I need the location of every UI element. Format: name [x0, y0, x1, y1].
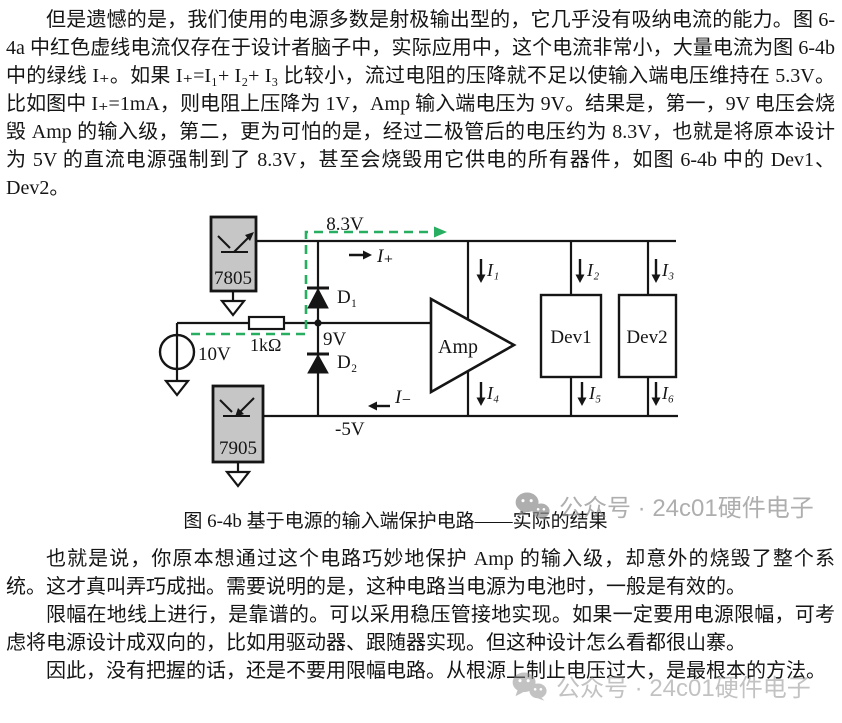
label-i6: I₆	[661, 383, 674, 403]
label-1k: 1kΩ	[250, 335, 281, 355]
label-i-minus: I₋	[394, 387, 411, 408]
regulator-7805-label: 7805	[214, 268, 252, 289]
page-content: 但是遗憾的是，我们使用的电源多数是射极输出型的，它几乎没有吸纳电流的能力。图 6…	[6, 9, 835, 682]
label-d1: D₁	[337, 287, 357, 308]
ground-icon	[224, 470, 252, 488]
regulator-7905-box	[211, 384, 265, 464]
dev1-box	[539, 293, 603, 379]
circuit-wires	[175, 239, 678, 472]
label-i3: I₃	[661, 260, 674, 280]
label-dev2: Dev2	[626, 327, 667, 348]
figure-caption: 图 6-4b 基于电源的输入端保护电路——实际的结果	[183, 511, 608, 532]
diode-d1	[307, 286, 329, 309]
transistor-arrowhead	[235, 408, 244, 417]
green-dashed-line	[191, 230, 434, 336]
paragraph-conclusion-2: 限幅在地线上进行，是靠谱的。可以采用稳压管接地实现。如果一定要用电源限幅，可考虑…	[6, 604, 835, 654]
ground-symbols	[163, 299, 252, 488]
label-amp: Amp	[438, 336, 478, 358]
transistor-arrowhead	[245, 232, 254, 241]
label-i-plus: I₊	[376, 246, 393, 267]
label-d2: D₂	[337, 352, 357, 373]
paragraph-conclusion-1: 也就是说，你原本想通过这个电路巧妙地保护 Amp 的输入级，却意外的烧毁了整个系…	[6, 548, 835, 598]
diode-d2	[307, 352, 329, 374]
paragraph-conclusion-3: 因此，没有把握的话，还是不要用限幅电路。从根源上制止电压过大，是最根本的方法。	[46, 660, 826, 682]
regulator-7905-label: 7905	[219, 438, 257, 459]
regulator-7805-box	[209, 215, 258, 293]
label-8v3: 8.3V	[326, 214, 364, 235]
label-9v: 9V	[323, 329, 347, 350]
label-dev1: Dev1	[550, 327, 591, 348]
regulator-7905: 7905	[211, 384, 265, 464]
ground-icon	[163, 379, 191, 397]
label-i2: I₂	[586, 260, 599, 280]
resistor-body	[247, 315, 286, 331]
green-current-path	[191, 230, 434, 336]
current-arrows	[349, 250, 661, 411]
junction-node	[314, 319, 322, 327]
label-i1: I₁	[486, 260, 499, 280]
green-arrowhead	[434, 226, 447, 238]
dev2-box	[617, 293, 678, 379]
paragraph-intro: 但是遗憾的是，我们使用的电源多数是射极输出型的，它几乎没有吸纳电流的能力。图 6…	[6, 9, 835, 199]
figure-6-4b: 7805 7905	[6, 204, 835, 535]
label-10v: 10V	[198, 344, 231, 365]
label-i5: I₅	[588, 383, 601, 403]
circuit-diagram: 7805 7905	[158, 214, 678, 488]
transistor-icon	[217, 235, 251, 253]
label-minus5v: -5V	[335, 419, 365, 440]
regulator-7805: 7805	[209, 215, 258, 293]
amp-triangle	[429, 296, 517, 395]
ground-icon	[219, 299, 247, 317]
label-i4: I₄	[486, 383, 499, 403]
voltage-source-circle	[158, 333, 196, 371]
